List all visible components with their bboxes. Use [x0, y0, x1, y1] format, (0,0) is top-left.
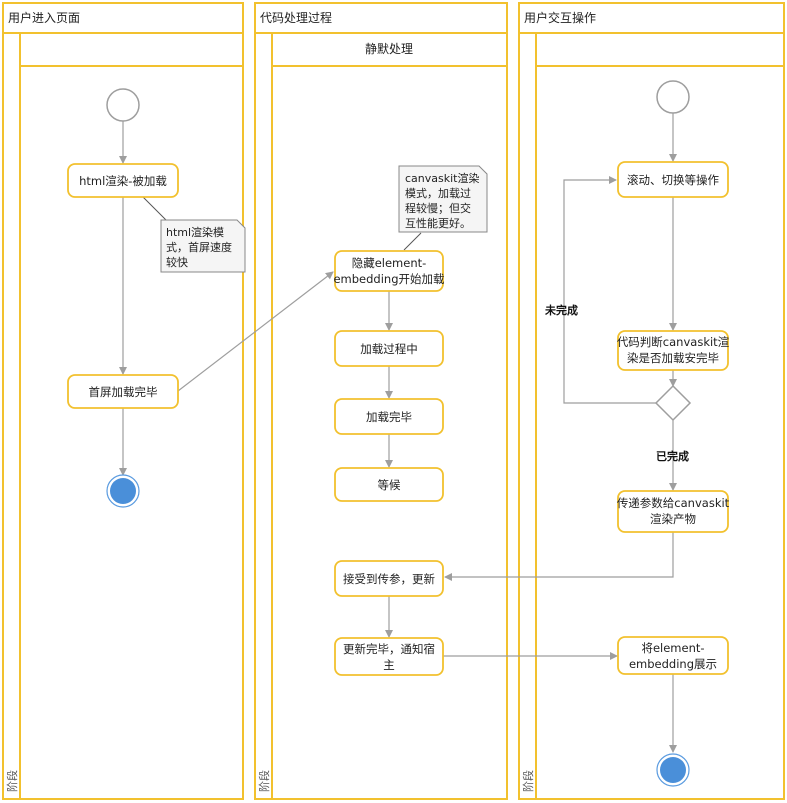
- edge-firstscreen-to-hide: [177, 271, 334, 392]
- note-line: 模式，加载过: [405, 187, 471, 200]
- node-receive-params: 接受到传参，更新: [334, 560, 444, 597]
- note-canvaskit: canvaskit渲染 模式，加载过 程较慢；但交 互性能更好。: [398, 165, 488, 233]
- node-first-screen-done: 首屏加载完毕: [67, 374, 179, 409]
- edge-label-not-done: 未完成: [544, 303, 578, 317]
- node-label: 加载过程中: [360, 342, 418, 356]
- node-label: 首屏加载完毕: [89, 385, 158, 399]
- lane-subheader: 静默处理: [365, 41, 413, 56]
- node-label: 主: [383, 658, 395, 672]
- node-label: embedding开始加载: [333, 272, 445, 286]
- end-node-lane1: [106, 474, 140, 508]
- note-line: 式，首屏速度: [166, 240, 232, 254]
- node-label: 传递参数给canvaskit: [617, 496, 730, 510]
- note-line: html渲染模: [166, 225, 224, 239]
- edge-decision-loop: [563, 176, 656, 404]
- note-line: 较快: [166, 255, 188, 269]
- lane-user-enter: 用户进入页面 阶段: [2, 2, 244, 800]
- end-node-lane3: [656, 753, 690, 787]
- node-wait: 等候: [334, 467, 444, 502]
- node-label: 加载完毕: [366, 410, 412, 424]
- node-label: 等候: [378, 478, 401, 492]
- node-check-loaded: 代码判断canvaskit渲 染是否加载安完毕: [617, 330, 730, 371]
- node-show-embedding: 将element- embedding展示: [617, 636, 729, 675]
- node-label: 将element-: [641, 641, 704, 655]
- node-label: 隐藏element-: [352, 256, 427, 270]
- note-line: 程较慢；但交: [405, 201, 471, 215]
- node-load-done: 加载完毕: [334, 398, 444, 435]
- note-line: 互性能更好。: [405, 216, 471, 230]
- node-scroll-switch: 滚动、切换等操作: [617, 161, 729, 198]
- lane-user-interact: 用户交互操作 阶段: [518, 2, 785, 800]
- node-pass-params: 传递参数给canvaskit 渲染产物: [617, 490, 730, 533]
- edges: [119, 113, 677, 753]
- node-html-render: html渲染-被加载: [67, 163, 179, 198]
- node-label: 渲染产物: [650, 512, 696, 526]
- stage-label: 阶段: [257, 770, 271, 792]
- decision-diamond: [654, 384, 692, 422]
- note-html: html渲染模 式，首屏速度 较快: [160, 219, 246, 273]
- node-label: embedding展示: [629, 657, 717, 671]
- node-loading: 加载过程中: [334, 330, 444, 367]
- stage-label: 阶段: [5, 770, 19, 792]
- node-label: html渲染-被加载: [79, 174, 167, 188]
- lane-code-process: 代码处理过程 静默处理 阶段: [254, 2, 508, 800]
- edge-pass-to-receive: [444, 532, 674, 581]
- start-node-lane3: [656, 80, 690, 114]
- node-label: 更新完毕，通知宿: [343, 642, 435, 656]
- node-label: 代码判断canvaskit渲: [617, 335, 730, 349]
- node-label: 滚动、切换等操作: [627, 173, 719, 187]
- node-label: 接受到传参，更新: [343, 572, 435, 586]
- note-connectors: [142, 196, 422, 251]
- lane-title: 用户进入页面: [8, 10, 80, 25]
- note-line: canvaskit渲染: [405, 171, 479, 185]
- lane-title: 代码处理过程: [260, 10, 332, 25]
- node-label: 染是否加载安完毕: [627, 351, 719, 365]
- node-hide-embedding: 隐藏element- embedding开始加载: [333, 250, 445, 292]
- stage-label: 阶段: [521, 770, 535, 792]
- lane-title: 用户交互操作: [524, 10, 596, 25]
- start-node-lane1: [106, 88, 140, 122]
- edge-label-done: 已完成: [656, 449, 689, 463]
- node-update-done: 更新完毕，通知宿 主: [334, 637, 444, 676]
